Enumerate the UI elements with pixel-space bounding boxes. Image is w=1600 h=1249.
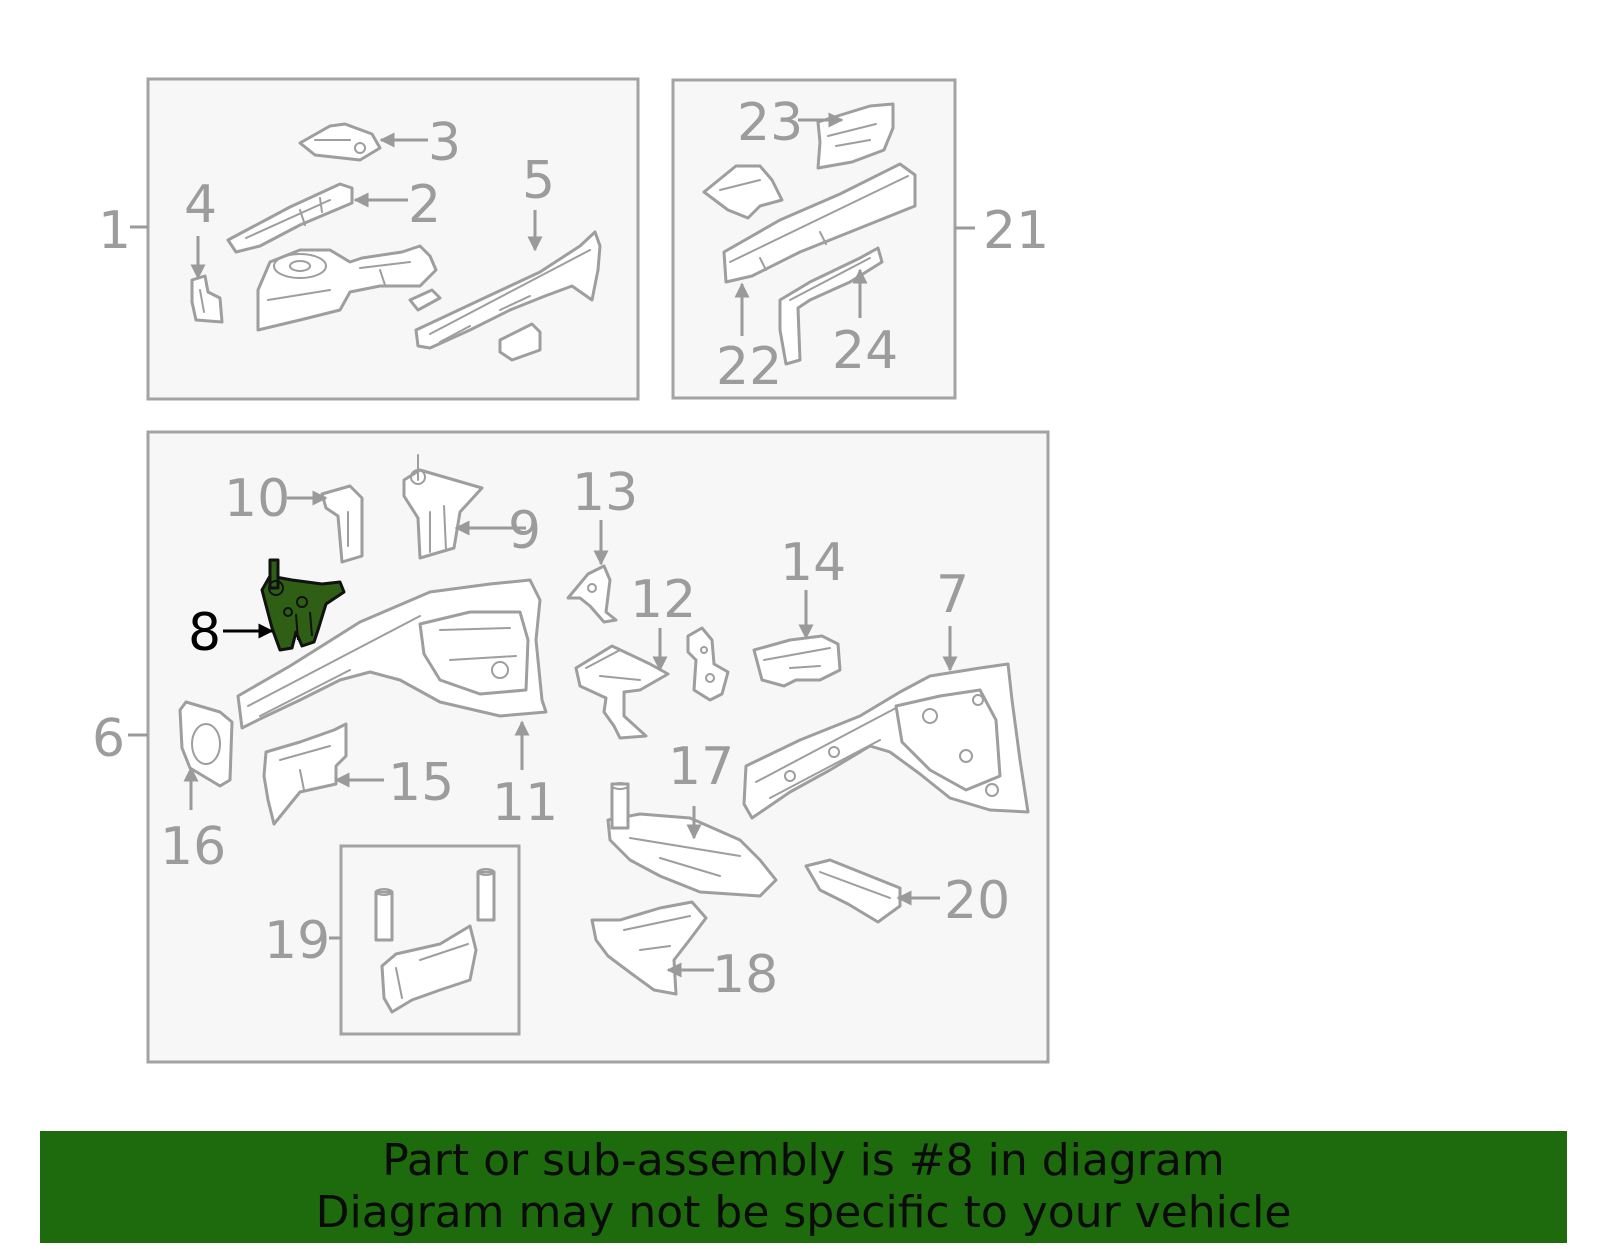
group-box-6: 6 10 9 8 <box>92 430 1050 1064</box>
banner-line-2: Diagram may not be specific to your vehi… <box>315 1187 1292 1238</box>
group-box-21: 21 23 22 24 <box>671 78 1049 400</box>
callout-5[interactable]: 5 <box>522 151 555 211</box>
part-12-reinforcement[interactable] <box>574 644 670 740</box>
group-box-1: 1 3 2 4 <box>98 77 640 401</box>
part-13-bracket[interactable] <box>566 564 618 624</box>
part-9-mount-bracket[interactable] <box>402 454 484 560</box>
callout-8[interactable]: 8 <box>188 603 221 663</box>
notice-banner: Part or sub-assembly is #8 in diagram Di… <box>40 1131 1567 1243</box>
callout-22[interactable]: 22 <box>716 337 782 397</box>
callout-10[interactable]: 10 <box>224 469 290 529</box>
part-4-bracket[interactable] <box>190 274 224 324</box>
part-20-bracket[interactable] <box>804 858 902 924</box>
part-11-apron-assembly[interactable] <box>236 578 548 730</box>
part-3-bracket[interactable] <box>298 122 382 162</box>
callout-1[interactable]: 1 <box>98 201 131 261</box>
callout-15[interactable]: 15 <box>388 753 454 813</box>
callout-6[interactable]: 6 <box>92 709 125 769</box>
part-7-side-member[interactable] <box>742 662 1030 820</box>
callout-19[interactable]: 19 <box>264 911 330 971</box>
banner-line-1: Part or sub-assembly is #8 in diagram <box>382 1135 1225 1186</box>
callout-12[interactable]: 12 <box>630 570 696 630</box>
shock-tower-assembly <box>256 244 442 332</box>
callout-4: 4 <box>184 175 217 235</box>
callout-24[interactable]: 24 <box>832 321 898 381</box>
callout-16[interactable]: 16 <box>160 817 226 877</box>
group-box-19: 19 <box>264 844 521 1036</box>
callout-7[interactable]: 7 <box>936 565 969 625</box>
callout-17[interactable]: 17 <box>668 737 734 797</box>
callout-9[interactable]: 9 <box>508 501 541 561</box>
gusset-bracket <box>702 164 784 220</box>
callout-11[interactable]: 11 <box>492 773 558 833</box>
part-5-side-member[interactable] <box>414 230 602 362</box>
part-19-mount-kit[interactable] <box>374 868 496 1014</box>
part-16-plate[interactable] <box>178 700 234 788</box>
callout-23[interactable]: 23 <box>737 93 803 153</box>
callout-21[interactable]: 21 <box>983 201 1049 261</box>
callout-2[interactable]: 2 <box>408 175 441 235</box>
part-22-lower-member[interactable] <box>722 162 917 284</box>
callout-13[interactable]: 13 <box>572 463 638 523</box>
callout-18[interactable]: 18 <box>712 945 778 1005</box>
callout-3[interactable]: 3 <box>428 113 461 173</box>
small-bracket <box>686 626 730 702</box>
part-18-bracket[interactable] <box>590 900 708 996</box>
part-10-bracket[interactable] <box>320 484 364 564</box>
part-8-highlighted[interactable] <box>260 558 346 652</box>
callout-14[interactable]: 14 <box>780 533 846 593</box>
callout-20[interactable]: 20 <box>944 871 1010 931</box>
part-2-upper-member[interactable] <box>226 182 354 254</box>
part-17-lower-panel[interactable] <box>606 782 778 898</box>
